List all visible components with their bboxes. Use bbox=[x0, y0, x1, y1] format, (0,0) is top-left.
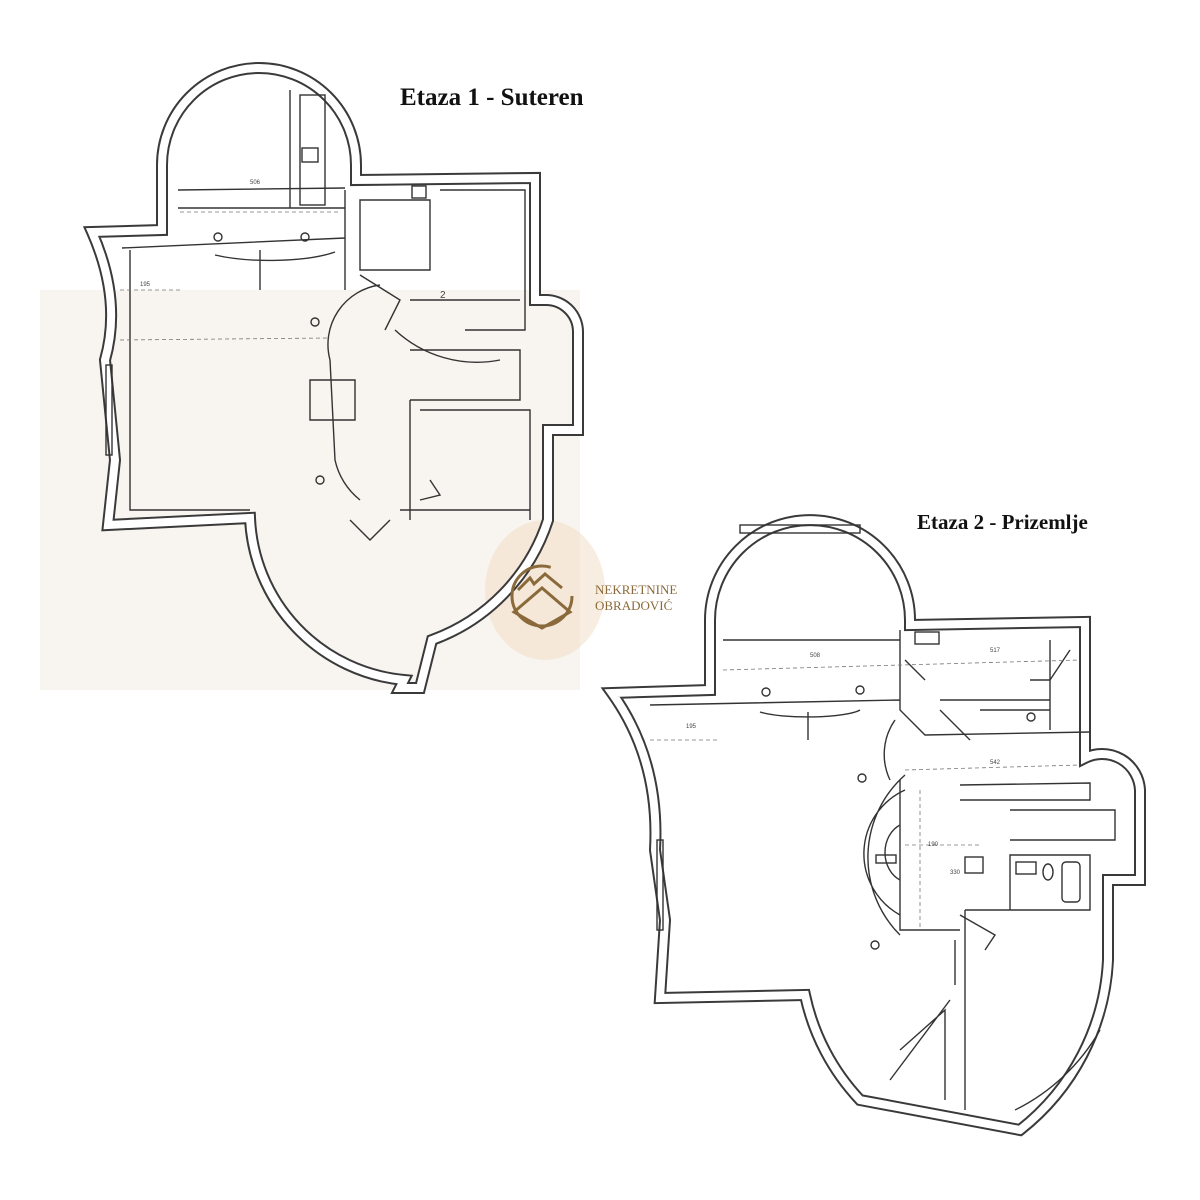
dimension-label: 2 bbox=[440, 290, 446, 301]
dimension-label: 330 bbox=[950, 870, 961, 876]
dimension-label: 195 bbox=[686, 724, 697, 730]
plan-title-prizemlje: Etaza 2 - Prizemlje bbox=[917, 510, 1088, 534]
dimension-label: 506 bbox=[250, 180, 261, 186]
dimension-label: 190 bbox=[928, 842, 939, 848]
dimension-label: 542 bbox=[990, 760, 1001, 766]
watermark-logo-icon bbox=[510, 564, 574, 630]
watermark-line-1: NEKRETNINE bbox=[595, 582, 678, 597]
plan-prizemlje: 508 517 195 542 190 330 bbox=[600, 514, 1146, 1137]
plan-suteren: 506 195 2 bbox=[82, 62, 584, 694]
dimension-label: 517 bbox=[990, 648, 1001, 654]
watermark-line-2: OBRADOVIĆ bbox=[595, 598, 673, 613]
dimension-label: 508 bbox=[810, 653, 821, 659]
exterior-wall bbox=[600, 514, 1146, 1137]
dimension-label: 195 bbox=[140, 282, 151, 288]
watermark-text: NEKRETNINE OBRADOVIĆ bbox=[595, 582, 677, 614]
plan-title-suteren: Etaza 1 - Suteren bbox=[400, 84, 584, 111]
